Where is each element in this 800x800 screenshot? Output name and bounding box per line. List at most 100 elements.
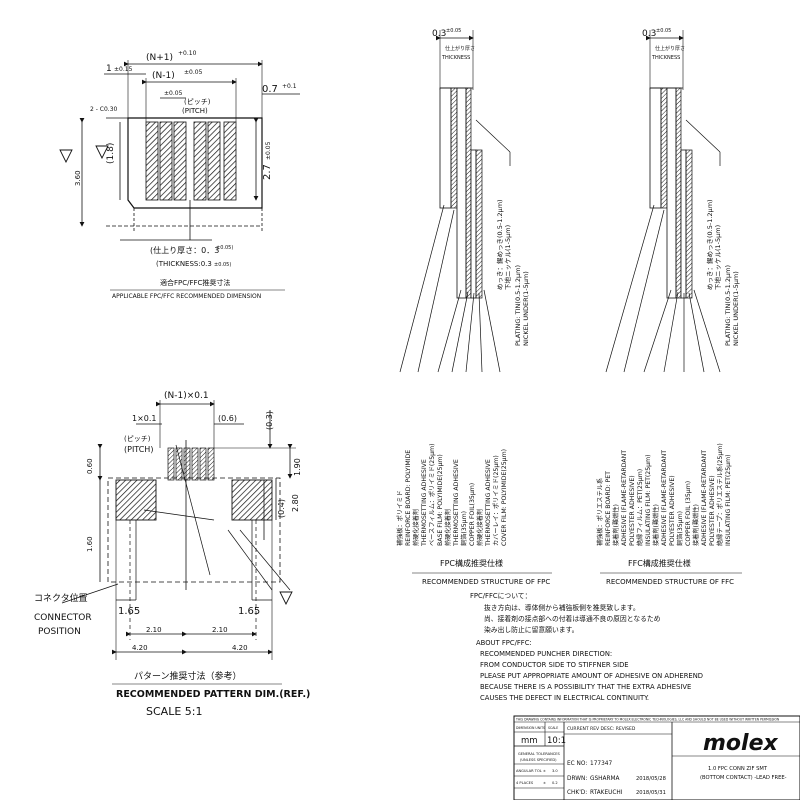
- thickness-jp: (仕上り厚さ：0．3: [150, 245, 219, 255]
- pattern-dim-1-60: 1.60: [86, 536, 94, 552]
- chkd-name: RTAKEUCHI: [590, 790, 623, 796]
- general-tolerances: GENERAL TOLERANCES: [518, 752, 561, 756]
- fpc-layer-label: COVER FILM: POLYIMIDE(25μm): [501, 449, 508, 546]
- fpc-layer-label: カバーレイ：ポリイミド(25μm): [492, 455, 500, 546]
- dim-n-plus-1: (N+1): [146, 53, 173, 63]
- molex-logo: molex: [703, 731, 779, 756]
- fpc-thickness-tol: ±0.05: [446, 28, 461, 34]
- fpc-layer-label: BASE FILM: POLYIMIDE(25μm): [437, 454, 444, 546]
- fpc-thickness-dim: 0.3: [432, 29, 446, 39]
- pitch-tol: ±0.05: [164, 90, 183, 97]
- pattern-dim-n-minus-1: (N-1)×0.1: [164, 391, 209, 401]
- fpc-layer-label: ベースフィルム：ポリイミド(25μm): [428, 443, 436, 546]
- ffc-plating-note: めっき：錫めっき(0.5-1.2μm) 下地ニッケル(1-5μm) PLATIN…: [705, 199, 740, 346]
- drwn-date: 2018/05/28: [636, 776, 666, 782]
- pattern-dimension-view: (N-1)×0.1 1×0.1 (ピッチ) (PITCH) (0.6) (0.3…: [34, 391, 310, 718]
- ffc-thickness-dim: 0.3: [642, 29, 656, 39]
- ffc-layer-label: 絶縁テープ：ポリエステル系(25μm): [716, 443, 724, 546]
- ffc-layer-label: 接着剤(難燃性): [692, 504, 700, 546]
- ffc-layer-label: 絶縁フィルム：PET(25μm): [636, 469, 644, 546]
- note-line: 抜き方向は、導体側から補強板側を推奨致します。: [484, 603, 640, 612]
- ffc-layer-label: POLYESTER ADHESIVE): [669, 475, 676, 546]
- note-line: PLEASE PUT APPROPRIATE AMOUNT OF ADHESIV…: [480, 672, 703, 680]
- terminal-pads: [167, 447, 215, 481]
- ffc-layer-label: 接着剤(難燃性): [612, 504, 620, 546]
- right-solder-pad: [231, 479, 273, 521]
- pattern-pitch-jp: (ピッチ): [124, 435, 151, 443]
- dimension-caption-jp: 適合FPC/FFC推奨寸法: [160, 278, 230, 287]
- current-rev-desc: CURRENT REV DESC: REVISED: [567, 726, 636, 732]
- chkd-date: 2018/05/31: [636, 790, 666, 796]
- dimension-units-label: DIMENSION UNITS: [516, 726, 545, 730]
- ffc-plating-line-2: 下地ニッケル(1-5μm): [713, 225, 722, 290]
- connector-position-jp: コネクタ位置: [34, 592, 88, 604]
- dim-3-60: 3.60: [74, 170, 82, 186]
- ffc-layer-labels: 補強板：ポリエステル系 REINFORCE BOARD: PET 接着剤(難燃性…: [596, 443, 732, 546]
- angular-tol-value: 3.0: [552, 769, 558, 773]
- pattern-dim-1-01: 1×0.1: [132, 414, 157, 423]
- dim-2-7-tol: ±0.05: [265, 141, 272, 160]
- drwn-label: DRWN:: [567, 776, 587, 782]
- ffc-layer-label: ADHESIVE (FLAME-RETARDANT: [701, 450, 708, 546]
- title-block: THIS DRAWING CONTAINS INFORMATION THAT I…: [513, 715, 800, 800]
- pattern-pitch: (PITCH): [124, 445, 153, 454]
- fpc-layer-label: 補強板：ポリイミド: [396, 490, 404, 546]
- chamfer-label: 2 - C0.30: [90, 106, 118, 113]
- pattern-dim-2-10-left: 2.10: [146, 626, 162, 634]
- fpc-thickness-jp: 仕上がり厚さ: [445, 45, 475, 52]
- drwn-name: GSHARMA: [590, 776, 620, 782]
- note-line: 染み出し防止に留意願います。: [484, 625, 578, 634]
- fpc-layer-labels: 補強板：ポリイミド REINFORCE BOARD: POLYIMIDE 熱硬化…: [396, 443, 508, 547]
- pattern-dim-4-20-right: 4.20: [232, 644, 248, 652]
- revision-triangle-icon: [95, 145, 109, 160]
- fpc-layer-label: 銅箔(35μm): [460, 511, 468, 546]
- thickness-tol: ±0.05): [214, 262, 231, 268]
- note-line: RECOMMENDED PUNCHER DIRECTION:: [480, 650, 612, 658]
- connector-outline: [107, 477, 281, 583]
- ffc-layer-label: POLYESTER ADHESIVE): [709, 475, 716, 546]
- dim-1-8: (1.8): [106, 143, 116, 164]
- pitch-label: (PITCH): [182, 107, 208, 115]
- fpc-plating-line-3: PLATING: TIN(0.5-1.2μm): [514, 265, 522, 346]
- ffc-thickness-tol: ±0.05: [656, 28, 671, 34]
- fpc-layer-label: THERMOSETTING ADHESIVE: [421, 459, 428, 547]
- ffc-thickness-jp: 仕上がり厚さ: [655, 45, 685, 52]
- revision-triangle-icon: [59, 149, 73, 164]
- ffc-thickness-label: THICKNESS: [651, 55, 680, 61]
- ffc-structure-view: 0.3 ±0.05 仕上がり厚さ THICKNESS めっき：錫めっき(0.5-…: [596, 28, 742, 586]
- fpc-structure-view: 0.3 ±0.05 仕上がり厚さ THICKNESS めっ: [396, 28, 552, 586]
- pattern-dim-1-90: 1.90: [293, 458, 302, 476]
- fpc-thickness-label: THICKNESS: [441, 55, 470, 61]
- pattern-dim-2-80: 2.80: [291, 494, 300, 512]
- note-line: FROM CONDUCTOR SIDE TO STIFFNER SIDE: [480, 661, 629, 669]
- fpc-plating-line-1: めっき：錫めっき(0.5-1.2μm): [495, 199, 504, 290]
- fpc-layer-label: 熱硬化接着剤: [476, 509, 484, 546]
- product-title-line-2: (BOTTOM CONTACT) -LEAD FREE-: [700, 775, 787, 781]
- pattern-title-jp: パターン推奨寸法（参考）: [134, 670, 242, 682]
- thickness-jp-tol: ±0.05): [216, 245, 233, 251]
- dim-n-minus-1-tol: ±0.05: [184, 69, 203, 76]
- note-line: 尚、接着剤の接点部への付着は導通不良の原因となるため: [484, 614, 661, 623]
- pattern-scale: SCALE 5:1: [146, 705, 202, 718]
- scale-label: SCALE: [548, 726, 558, 730]
- units-value: mm: [521, 736, 538, 746]
- fpc-layer-label: THERMOSETTING ADHESIVE: [485, 459, 492, 547]
- ec-label: EC NO:: [567, 761, 587, 767]
- dim-2-7: 2.7: [262, 164, 273, 180]
- pattern-dim-0-4: (0.4): [277, 499, 286, 518]
- dimension-caption: APPLICABLE FPC/FFC RECOMMENDED DIMENSION: [112, 293, 261, 300]
- ffc-layer-label: ADHESIVE (FLAME-RETARDANT: [621, 450, 628, 546]
- ffc-caption: RECOMMENDED STRUCTURE OF FFC: [606, 578, 734, 586]
- note-line: BECAUSE THERE IS A POSSIBILITY THAT THE …: [480, 683, 691, 691]
- dim-n-plus-1-tol: +0.10: [178, 50, 197, 57]
- pattern-dim-0-3: (0.3): [265, 411, 274, 430]
- ffc-layer-label: INSULATING FILM: PET(25μm): [645, 454, 652, 546]
- fpc-plating-note: めっき：錫めっき(0.5-1.2μm) 下地ニッケル(1-5μm) PLATIN…: [495, 199, 530, 346]
- fpc-layer-label: COPPER FOIL(35μm): [469, 483, 476, 546]
- pattern-title: RECOMMENDED PATTERN DIM.(REF.): [116, 689, 310, 700]
- dim-1-tol: ±0.15: [114, 66, 133, 73]
- note-line: FPC/FFCについて：: [470, 592, 531, 600]
- fpc-caption: RECOMMENDED STRUCTURE OF FPC: [422, 578, 550, 586]
